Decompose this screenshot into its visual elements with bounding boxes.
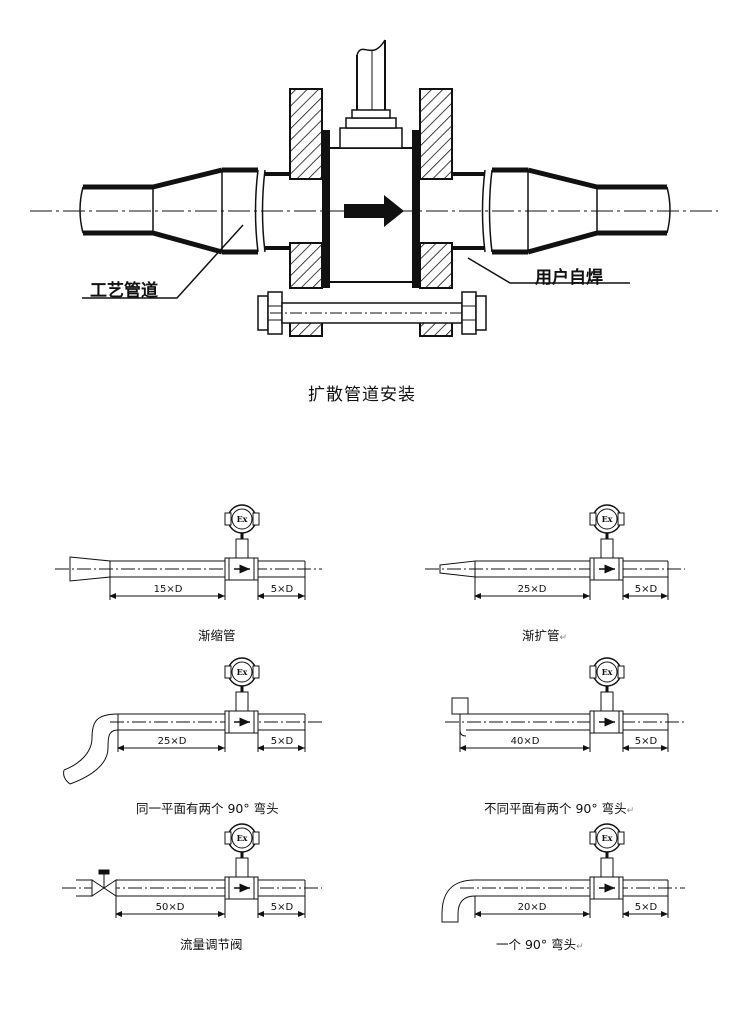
dim-upstream-reducer: 15×D (154, 584, 183, 595)
meter-expander (589, 504, 625, 581)
return-mark: ↵ (626, 806, 635, 816)
panel-two-elbow-diff (445, 657, 685, 752)
dim-downstream-reducer: 5×D (271, 584, 294, 595)
label-process-pipe: 工艺管道 (90, 281, 158, 301)
right-process-pipe (448, 167, 671, 255)
meter-badge-two-elbow-same: Ex (237, 667, 248, 677)
meter-badge-valve: Ex (237, 833, 248, 843)
meter-body (330, 39, 412, 283)
dim-downstream-expander: 5×D (635, 584, 658, 595)
top-diffuser-installation (30, 39, 718, 337)
meter-badge-one-elbow: Ex (602, 833, 613, 843)
caption-two-elbow-diff: 不同平面有两个 90° 弯头↵ (484, 801, 635, 816)
return-mark: ↵ (576, 942, 584, 952)
dim-upstream-valve: 50×D (156, 902, 185, 913)
meter-one-elbow (589, 823, 625, 900)
leader-right (467, 257, 630, 284)
caption-two-elbow-same: 同一平面有两个 90° 弯头 (136, 801, 279, 816)
meter-two-elbow-same (224, 657, 260, 734)
panel-one-elbow (441, 823, 685, 923)
dim-downstream-two-elbow-same: 5×D (271, 736, 294, 747)
dim-downstream-valve: 5×D (271, 902, 294, 913)
return-mark: ↵ (559, 633, 568, 643)
dim-upstream-two-elbow-diff: 40×D (511, 736, 540, 747)
dim-upstream-two-elbow-same: 25×D (158, 736, 187, 747)
panel-expander (425, 504, 685, 600)
meter-badge-two-elbow-diff: Ex (602, 667, 613, 677)
caption-expander: 渐扩管↵ (522, 628, 568, 643)
flow-arrow (344, 195, 404, 227)
caption-valve: 流量调节阀 (180, 937, 243, 952)
panel-valve (62, 823, 322, 918)
meter-valve (224, 823, 260, 900)
dim-upstream-expander: 25×D (518, 584, 547, 595)
panel-two-elbow-same (63, 657, 322, 785)
dim-downstream-one-elbow: 5×D (635, 902, 658, 913)
caption-one-elbow: 一个 90° 弯头↵ (496, 937, 584, 952)
caption-reducer: 渐缩管 (198, 628, 236, 643)
left-flange (289, 88, 330, 337)
meter-reducer (224, 504, 260, 581)
meter-badge-reducer: Ex (237, 514, 248, 524)
dim-downstream-two-elbow-diff: 5×D (635, 736, 658, 747)
dim-upstream-one-elbow: 20×D (518, 902, 547, 913)
leader-left (82, 224, 244, 299)
meter-badge-expander: Ex (602, 514, 613, 524)
panel-reducer (55, 504, 322, 600)
flange-bolt (257, 291, 487, 335)
caption-diffuser-installation: 扩散管道安装 (308, 385, 416, 405)
label-user-weld: 用户自焊 (535, 268, 603, 288)
meter-two-elbow-diff (589, 657, 625, 734)
right-flange (412, 88, 453, 337)
